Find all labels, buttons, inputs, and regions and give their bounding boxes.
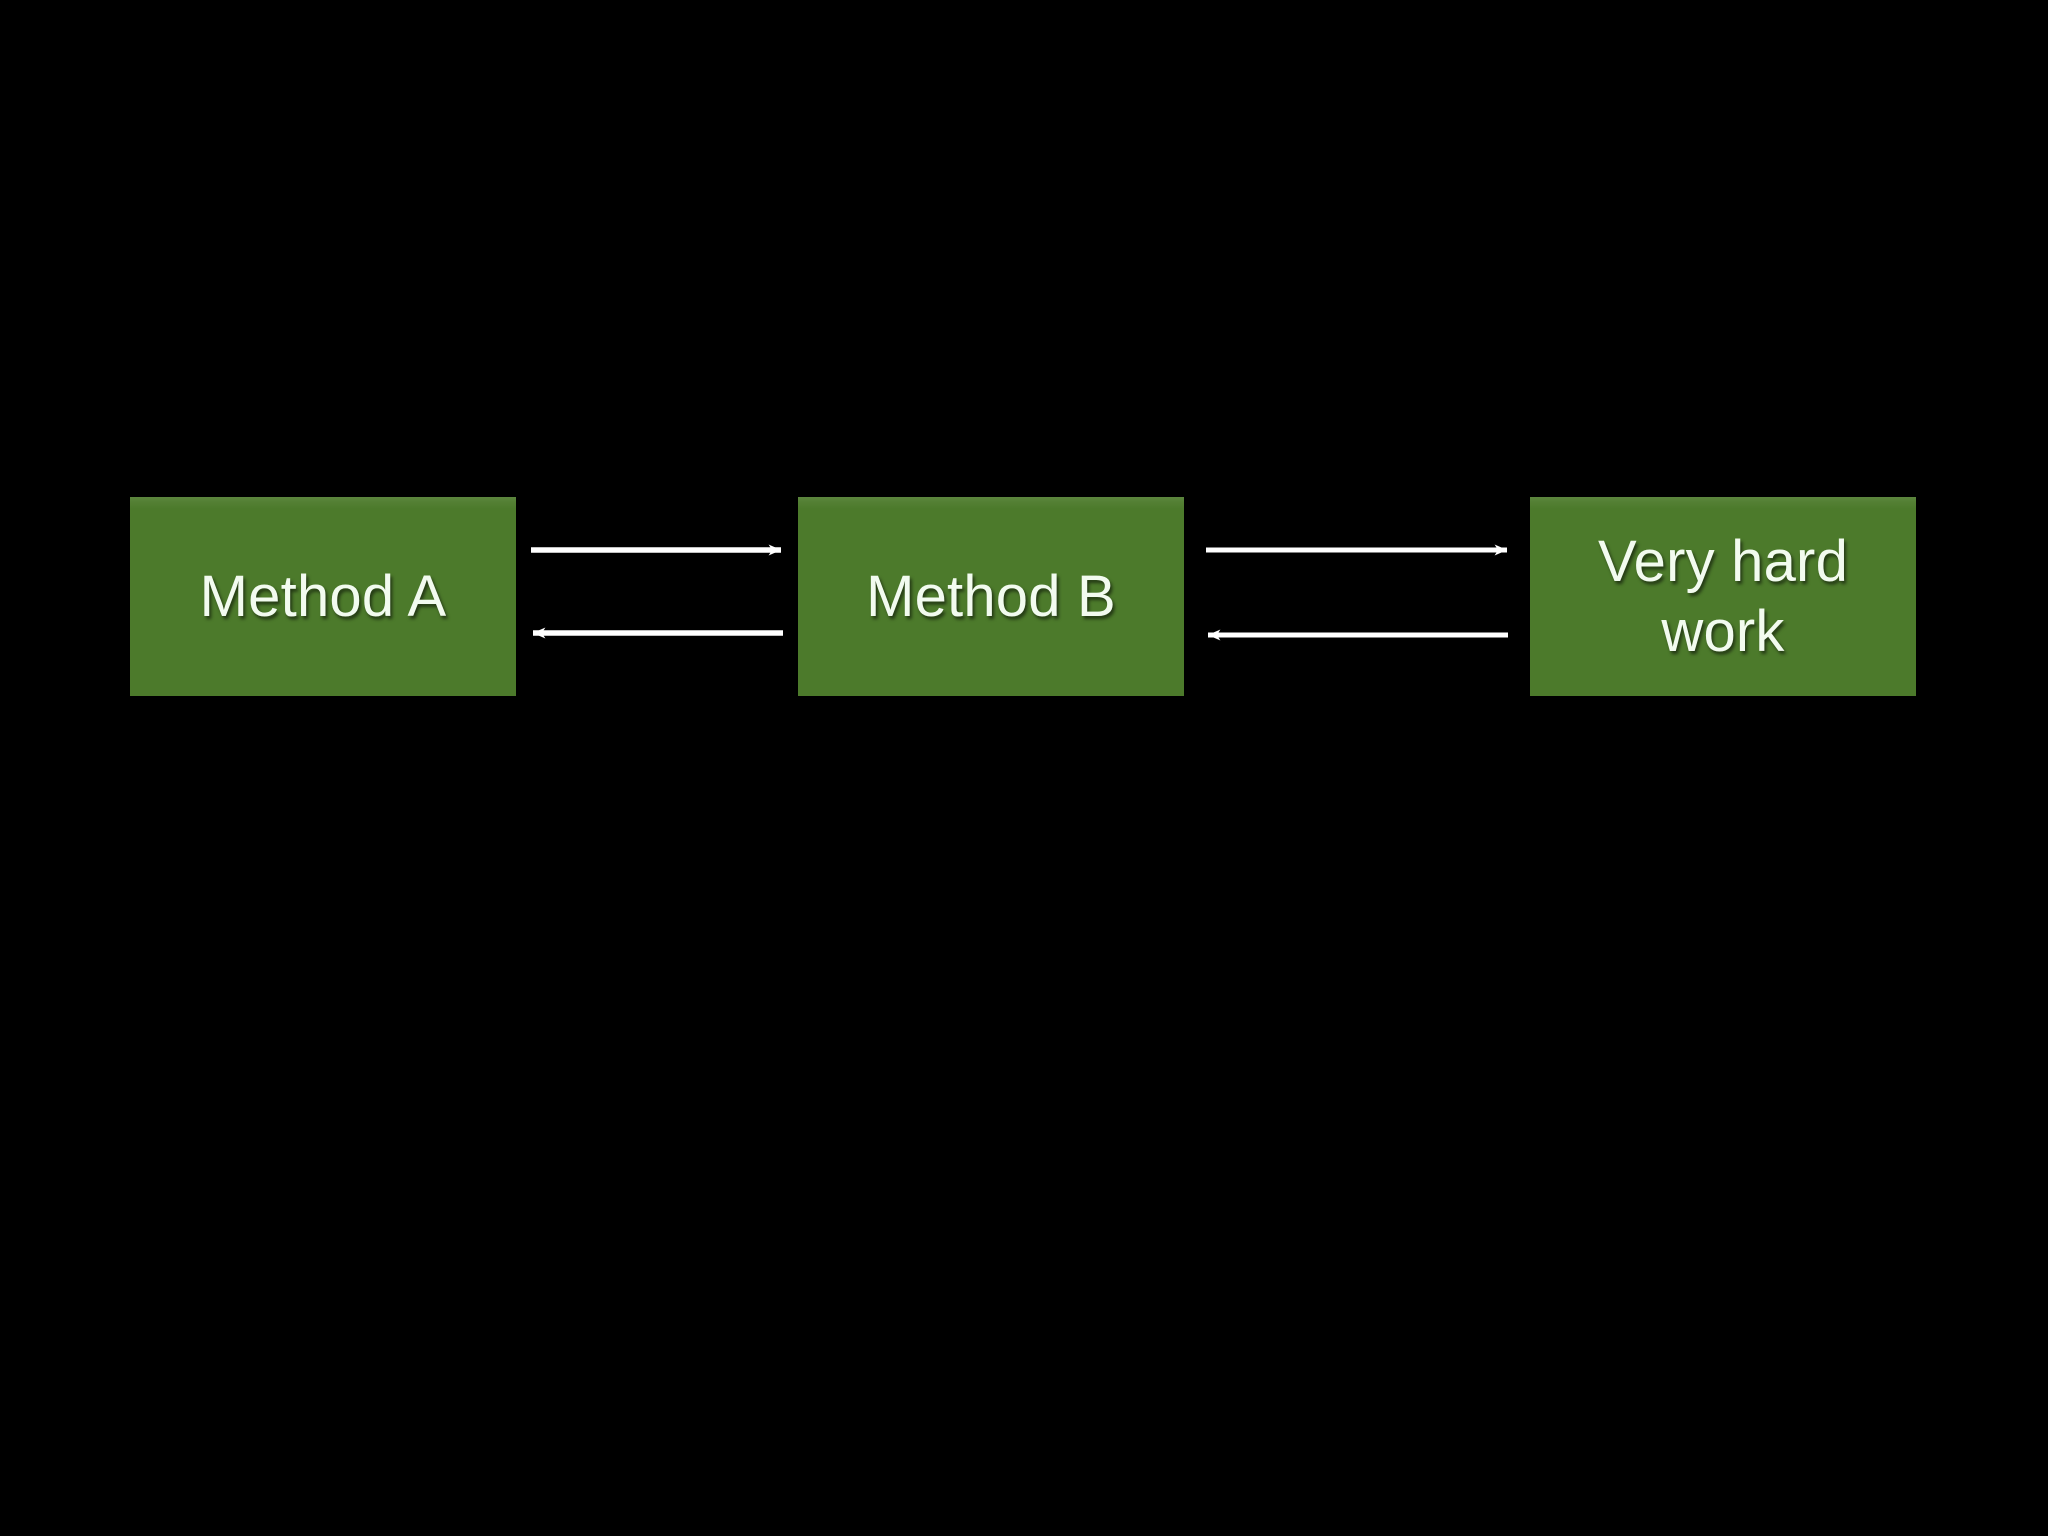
diagram-node-very-hard-work[interactable]: Very hard work bbox=[1530, 497, 1916, 696]
connector-group-a-b bbox=[516, 497, 798, 696]
diagram-node-method-a[interactable]: Method A bbox=[130, 497, 516, 696]
diagram-node-label: Method A bbox=[199, 563, 447, 629]
diagram-node-method-b[interactable]: Method B bbox=[798, 497, 1184, 696]
connector-svg-a-b bbox=[531, 544, 783, 639]
connector-svg-b-c bbox=[1206, 544, 1508, 641]
diagram-node-label: Method B bbox=[866, 563, 1116, 629]
diagram-node-label: Very hard work bbox=[1597, 528, 1849, 664]
connector-group-b-c bbox=[1184, 497, 1530, 696]
